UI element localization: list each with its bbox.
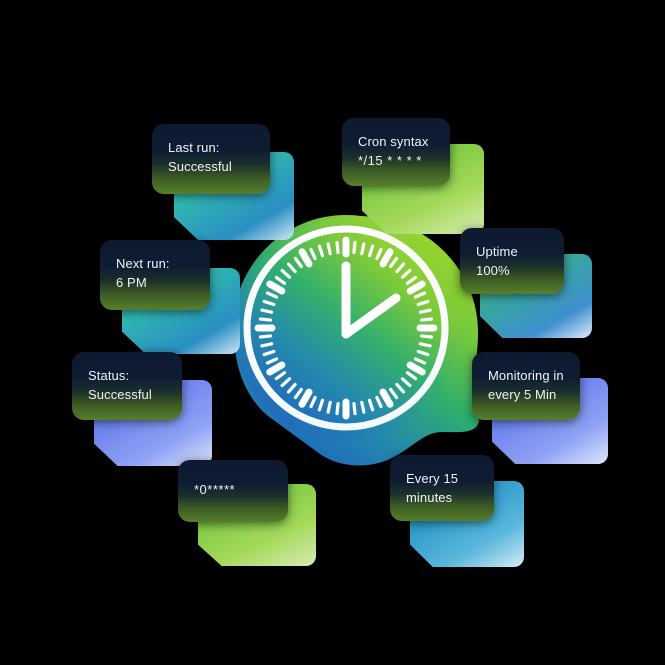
card-line: */15 * * * * — [358, 153, 422, 168]
card-line: Next run: — [116, 256, 170, 271]
card-body[interactable]: Cron syntax */15 * * * * — [342, 118, 450, 186]
card-line: Last run: — [168, 140, 220, 155]
card-body[interactable]: Every 15 minutes — [390, 455, 494, 521]
hour-hand — [341, 293, 401, 339]
card-body[interactable]: Uptime 100% — [460, 228, 564, 294]
clock-face — [233, 215, 459, 441]
card-body[interactable]: Last run: Successful — [152, 124, 270, 194]
card-line: *0***** — [194, 482, 236, 497]
clock-illustration — [228, 210, 488, 470]
card-body[interactable]: Status: Successful — [72, 352, 182, 420]
card-line: Cron syntax — [358, 134, 429, 149]
card-line: Status: — [88, 368, 130, 383]
card-body[interactable]: Next run: 6 PM — [100, 240, 210, 310]
card-line: every 5 Min — [488, 387, 557, 402]
card-line: 6 PM — [116, 275, 147, 290]
card-line: Successful — [88, 387, 152, 402]
card-line: Every 15 — [406, 471, 459, 486]
card-line: Monitoring in — [488, 368, 564, 383]
card-line: Uptime — [476, 244, 518, 259]
card-line: 100% — [476, 263, 510, 278]
card-line: Successful — [168, 159, 232, 174]
clock-tick-marks — [254, 236, 438, 420]
card-line: minutes — [406, 490, 453, 505]
card-body[interactable]: *0***** — [178, 460, 288, 522]
clock-hands — [341, 261, 401, 339]
card-body[interactable]: Monitoring in every 5 Min — [472, 352, 580, 420]
